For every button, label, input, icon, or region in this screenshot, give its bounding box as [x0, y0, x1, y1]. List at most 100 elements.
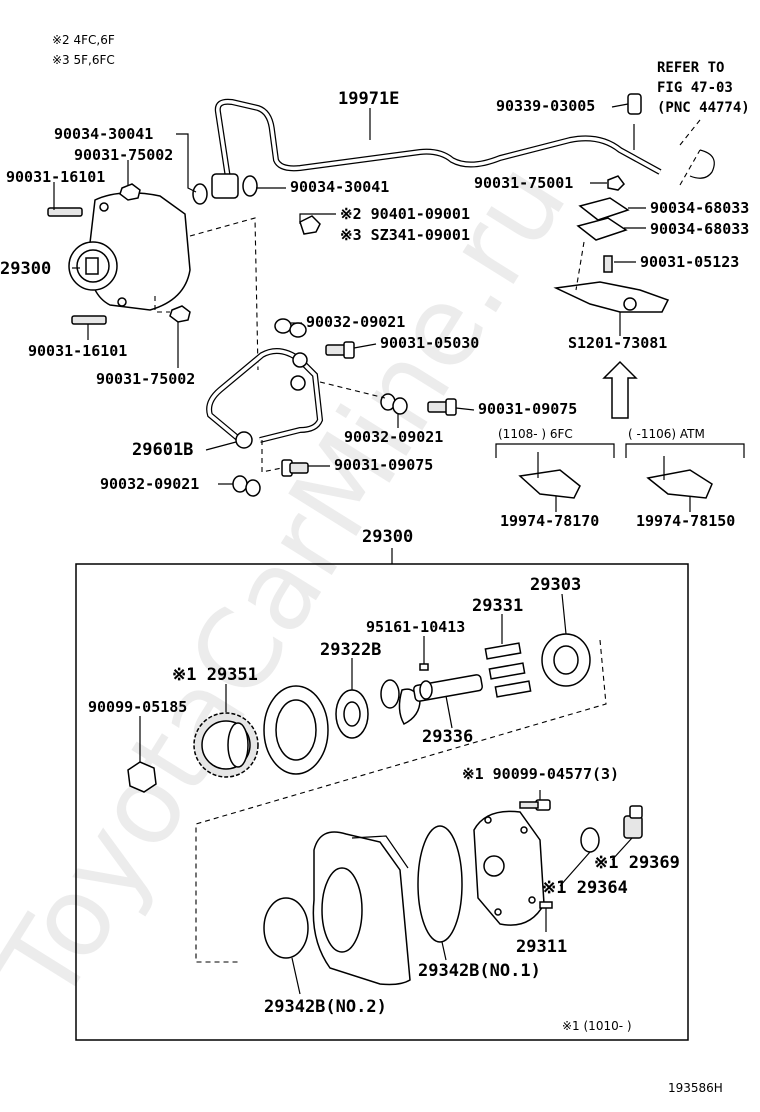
label-90034-30041-a: 90034-30041	[54, 125, 153, 143]
guide-dash-4	[261, 440, 283, 473]
label-29300-top: 29300	[0, 259, 51, 279]
gasket-left[interactable]	[192, 183, 208, 205]
label-90031-75001: 90031-75001	[474, 174, 573, 192]
vanes-29331[interactable]	[484, 642, 532, 698]
pump-housing[interactable]	[312, 831, 411, 986]
bearing-29322b[interactable]	[335, 689, 369, 739]
guide-dash-3	[319, 381, 386, 399]
plug-90401[interactable]	[299, 215, 321, 235]
nut-lower[interactable]	[169, 305, 191, 323]
guide-dash-1	[189, 217, 259, 371]
label-29322b: 29322B	[320, 640, 381, 660]
label-29364: ※1 29364	[542, 878, 628, 898]
oring-29342b-no1[interactable]	[417, 825, 463, 943]
clamp-upper[interactable]	[578, 197, 630, 221]
cover-plate-29311[interactable]	[473, 810, 545, 926]
label-29369: ※1 29369	[594, 853, 680, 873]
drive-gear[interactable]	[193, 712, 259, 778]
label-90031-05030: 90031-05030	[380, 334, 479, 352]
gasket-right[interactable]	[242, 175, 258, 197]
label-19974-78170: 19974-78170	[500, 512, 599, 530]
bolt-90031-09075-a[interactable]	[427, 398, 457, 416]
rotor-housing-ring[interactable]	[263, 685, 329, 775]
gasket-pair-c[interactable]	[232, 475, 261, 497]
label-90031-09075-a: 90031-09075	[478, 400, 577, 418]
label-29351: ※1 29351	[172, 665, 258, 685]
bolt-90099-04577[interactable]	[519, 799, 551, 811]
nut-90099-05185[interactable]	[127, 761, 157, 793]
label-90031-05123: 90031-05123	[640, 253, 739, 271]
oil-pipe[interactable]	[206, 348, 324, 449]
bracket-s1201[interactable]	[553, 281, 670, 313]
note-3: ※3 5F,6FC	[52, 53, 115, 67]
label-90032-09021-a: 90032-09021	[306, 313, 405, 331]
label-s1201-73081: S1201-73081	[568, 334, 667, 352]
hose-ref	[689, 149, 715, 179]
note-2: ※2 4FC,6F	[52, 33, 115, 47]
range-bracket-atm	[625, 443, 745, 458]
label-90031-16101-a: 90031-16101	[6, 168, 105, 186]
pin-29311[interactable]	[539, 901, 553, 909]
leaders-assembly	[139, 593, 633, 995]
plug-29369[interactable]	[623, 805, 643, 839]
gasket-pair-a[interactable]	[274, 318, 307, 338]
label-assembly-title: 29300	[362, 527, 413, 547]
reference-line-1: REFER TO	[657, 60, 724, 76]
oring-29342b-no2[interactable]	[263, 897, 309, 959]
label-90031-09075-b: 90031-09075	[334, 456, 433, 474]
label-95161-10413: 95161-10413	[366, 618, 465, 636]
note-1: ※1 (1010- )	[562, 1019, 632, 1033]
label-range-atm: ( -1106) ATM	[628, 427, 705, 441]
label-90034-30041-b: 90034-30041	[290, 178, 389, 196]
label-19971e: 19971E	[338, 89, 399, 109]
up-arrow	[602, 360, 638, 419]
key-95161[interactable]	[419, 663, 429, 671]
bracket-19974-78170[interactable]	[518, 452, 581, 499]
label-90031-75002-a: 90031-75002	[74, 146, 173, 164]
rotor-shaft[interactable]	[413, 674, 483, 702]
diagram-id: 193586H	[668, 1081, 723, 1095]
guide-dash-5	[575, 241, 585, 291]
nut-upper[interactable]	[119, 183, 141, 201]
stud-upper[interactable]	[47, 207, 83, 217]
reference-line-3: (PNC 44774)	[657, 100, 750, 116]
leaders-top	[53, 103, 691, 512]
reference-line-2: FIG 47-03	[657, 80, 733, 96]
label-90032-09021-b: 90032-09021	[344, 428, 443, 446]
label-29342b-no1: 29342B(NO.1)	[418, 961, 541, 981]
label-90099-04577: ※1 90099-04577(3)	[462, 765, 619, 783]
label-90034-68033-b: 90034-68033	[650, 220, 749, 238]
assembly-frame	[75, 563, 689, 1041]
range-bracket-6fc	[495, 443, 615, 458]
clamp-lower[interactable]	[576, 217, 628, 241]
vacuum-pump[interactable]	[68, 192, 191, 311]
assembly-guide-dash	[195, 639, 607, 963]
label-29601b: 29601B	[132, 440, 193, 460]
bolt-90031-05123[interactable]	[603, 255, 613, 273]
label-90031-75002-b: 90031-75002	[96, 370, 195, 388]
label-90401-09001: ※2 90401-09001	[340, 205, 470, 223]
label-90034-68033-a: 90034-68033	[650, 199, 749, 217]
label-29342b-no2: 29342B(NO.2)	[264, 997, 387, 1017]
label-90339-03005: 90339-03005	[496, 97, 595, 115]
bolt-90031-05030[interactable]	[325, 341, 355, 359]
oring-29364[interactable]	[580, 827, 600, 853]
label-90099-05185: 90099-05185	[88, 698, 187, 716]
tube-union[interactable]	[211, 173, 239, 199]
plug-90339[interactable]	[627, 93, 642, 115]
label-29311: 29311	[516, 937, 567, 957]
bracket-hole	[623, 297, 637, 311]
bolt-90031-09075-b[interactable]	[281, 459, 309, 477]
stud-lower[interactable]	[71, 315, 107, 325]
label-90031-16101-b: 90031-16101	[28, 342, 127, 360]
vacuum-tube[interactable]	[214, 98, 662, 179]
nut-90031-75001[interactable]	[607, 175, 625, 191]
label-29336: 29336	[422, 727, 473, 747]
label-90032-09021-c: 90032-09021	[100, 475, 199, 493]
rotor-29303[interactable]	[541, 633, 591, 687]
hose-ref-dash	[679, 119, 701, 186]
snap-ring-a[interactable]	[380, 679, 400, 709]
bracket-19974-78150[interactable]	[646, 456, 713, 499]
label-range-6fc: (1108- ) 6FC	[498, 427, 573, 441]
